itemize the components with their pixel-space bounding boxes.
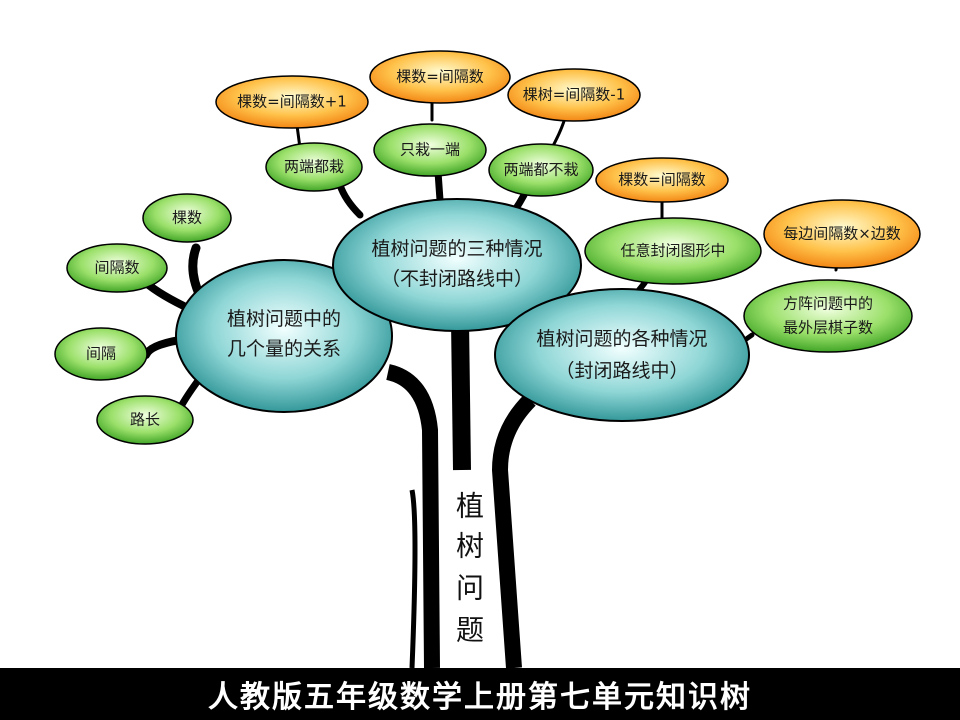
main-node-quantities: 植树问题中的 几个量的关系 (175, 259, 393, 413)
svg-text:只栽一端: 只栽一端 (400, 141, 460, 159)
svg-text:两端都不栽: 两端都不栽 (503, 161, 578, 179)
svg-text:任意封闭图形中: 任意封闭图形中 (620, 242, 725, 260)
svg-text:植树问题中的: 植树问题中的 (227, 308, 341, 330)
svg-text:棵数: 棵数 (172, 209, 202, 227)
svg-text:树: 树 (456, 530, 484, 563)
leaf-tree-count: 棵数 (142, 193, 232, 243)
svg-text:最外层棋子数: 最外层棋子数 (783, 319, 873, 337)
svg-text:棵数=间隔数+1: 棵数=间隔数+1 (237, 93, 347, 111)
leaf-square-array: 方阵问题中的 最外层棋子数 (743, 279, 913, 353)
trunk-label: 植 树 问 题 (456, 490, 484, 647)
knowledge-tree-diagram: 棵数=间隔数+1 棵数=间隔数 棵树=间隔数-1 棵数=间隔数 每边间隔数×边数… (54, 50, 921, 668)
svg-text:方阵问题中的: 方阵问题中的 (783, 295, 873, 313)
svg-text:几个量的关系: 几个量的关系 (227, 338, 341, 360)
formula-square-array: 每边间隔数×边数 (763, 199, 921, 269)
svg-text:题: 题 (456, 614, 484, 647)
leaf-interval-count: 间隔数 (66, 243, 168, 293)
svg-text:棵数=间隔数: 棵数=间隔数 (618, 171, 706, 189)
leaf-both-ends: 两端都栽 (265, 142, 363, 192)
formula-neither-end: 棵树=间隔数-1 (507, 68, 641, 122)
svg-text:棵数=间隔数: 棵数=间隔数 (396, 68, 484, 86)
formula-both-ends: 棵数=间隔数+1 (215, 75, 369, 129)
main-node-three-cases: 植树问题的三种情况 （不封闭路线中） (332, 198, 582, 332)
footer-title-bar: 人教版五年级数学上册第七单元知识树 (0, 668, 960, 720)
formula-one-end: 棵数=间隔数 (369, 50, 511, 104)
svg-text:每边间隔数×边数: 每边间隔数×边数 (783, 225, 901, 243)
svg-text:植树问题的三种情况: 植树问题的三种情况 (371, 238, 542, 260)
svg-text:路长: 路长 (130, 411, 160, 429)
leaf-interval: 间隔 (54, 327, 148, 381)
svg-text:间隔: 间隔 (86, 345, 116, 363)
svg-text:（不封闭路线中）: （不封闭路线中） (381, 268, 533, 290)
diagram-title: 人教版五年级数学上册第七单元知识树 (208, 680, 752, 715)
svg-text:问: 问 (456, 572, 484, 605)
tree-trunk (385, 319, 536, 668)
svg-text:棵树=间隔数-1: 棵树=间隔数-1 (523, 86, 626, 104)
svg-text:植: 植 (456, 490, 484, 523)
svg-text:（封闭路线中）: （封闭路线中） (555, 360, 688, 382)
leaf-closed-figure: 任意封闭图形中 (584, 217, 762, 285)
svg-text:两端都栽: 两端都栽 (284, 158, 344, 176)
formula-closed-figure: 棵数=间隔数 (595, 157, 729, 203)
leaf-neither-end: 两端都不栽 (488, 143, 594, 197)
svg-text:植树问题的各种情况: 植树问题的各种情况 (536, 328, 707, 350)
main-node-closed-cases: 植树问题的各种情况 （封闭路线中） (494, 288, 750, 422)
svg-text:间隔数: 间隔数 (94, 259, 139, 277)
leaf-route-length: 路长 (96, 395, 194, 445)
leaf-one-end: 只栽一端 (373, 123, 487, 177)
